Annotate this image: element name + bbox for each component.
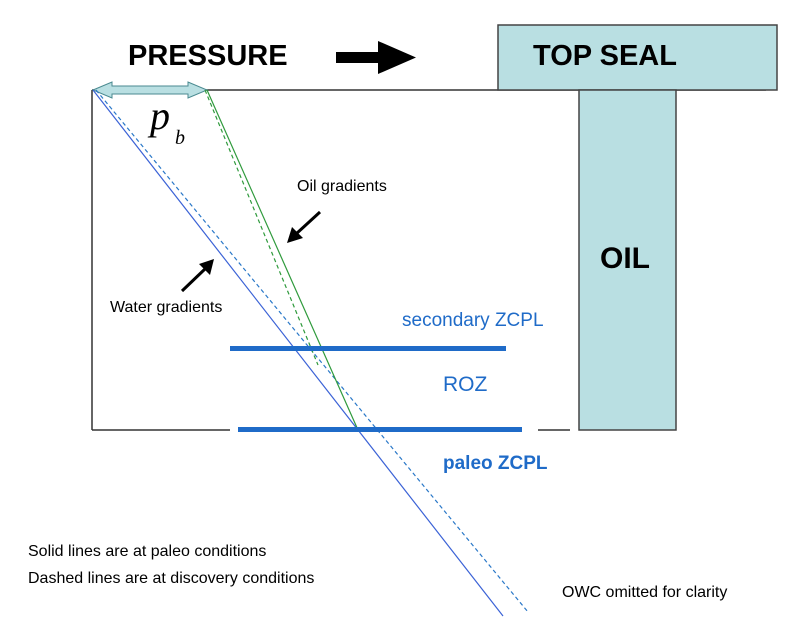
oil-column-box <box>578 89 677 431</box>
solid-lines-note: Solid lines are at paleo conditions <box>28 543 267 560</box>
water-gradients-label: Water gradients <box>110 299 223 316</box>
buoyancy-pressure-symbol: p <box>150 93 170 138</box>
oil-gradients-label: Oil gradients <box>297 178 387 195</box>
water-gradient-paleo-line <box>92 89 504 617</box>
dashed-lines-note: Dashed lines are at discovery conditions <box>28 570 315 587</box>
top-seal-label: TOP SEAL <box>533 40 677 72</box>
top-seal-box <box>497 24 778 91</box>
oil-label: OIL <box>600 242 650 275</box>
oil-gradient-paleo-line <box>206 89 359 431</box>
buoyancy-pressure-subscript: b <box>175 127 185 149</box>
oil-gradients-pointer-arrow-icon <box>287 210 322 243</box>
secondary-zcpl-label: secondary ZCPL <box>402 310 544 331</box>
secondary-zcpl-bar <box>230 346 506 351</box>
owc-omitted-note: OWC omitted for clarity <box>562 584 728 601</box>
pressure-axis-label: PRESSURE <box>128 40 288 72</box>
roz-label: ROZ <box>443 373 488 396</box>
water-gradients-pointer-arrow-icon <box>180 259 214 293</box>
pressure-arrow-icon <box>336 41 416 74</box>
paleo-zcpl-label: paleo ZCPL <box>443 453 548 474</box>
oil-gradient-discovery-line <box>204 89 319 366</box>
paleo-zcpl-bar <box>238 427 522 432</box>
